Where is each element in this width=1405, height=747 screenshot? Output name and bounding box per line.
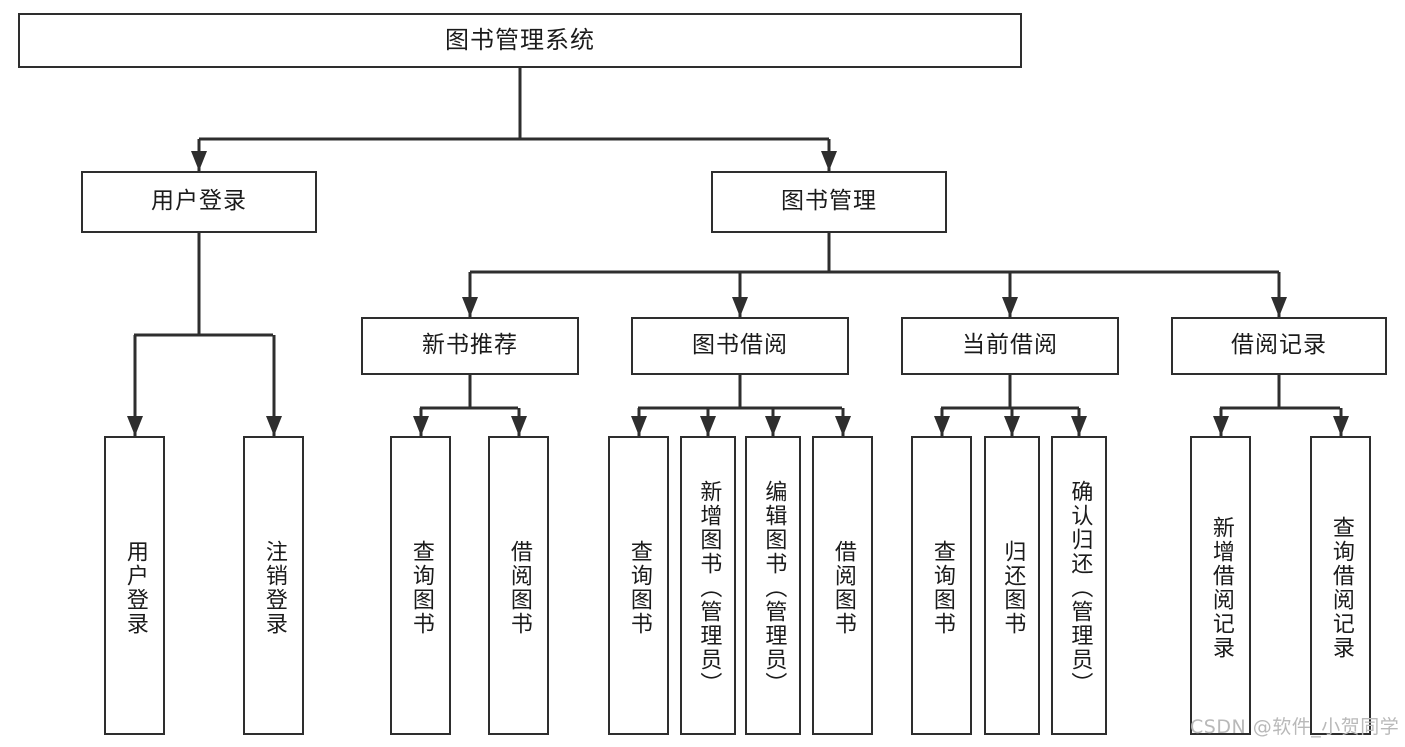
- node-book-manage[interactable]: 图书管理: [711, 171, 947, 233]
- node-leaf-confirm-return[interactable]: 确认归还（管理员）: [1051, 436, 1107, 735]
- node-label: 归还图书: [1000, 539, 1026, 636]
- arrowhead-icon: [413, 416, 429, 436]
- arrowhead-icon: [127, 416, 143, 436]
- node-current-borrow[interactable]: 当前借阅: [901, 317, 1119, 375]
- node-borrow-record[interactable]: 借阅记录: [1171, 317, 1387, 375]
- node-leaf-logout[interactable]: 注销登录: [243, 436, 304, 735]
- node-leaf-query-book-2[interactable]: 查询图书: [608, 436, 669, 735]
- node-label: 确认归还（管理员）: [1067, 479, 1093, 696]
- node-label: 借阅记录: [1231, 332, 1327, 359]
- arrowhead-icon: [511, 416, 527, 436]
- arrowhead-icon: [765, 416, 781, 436]
- arrowhead-icon: [1002, 297, 1018, 317]
- arrowhead-icon: [462, 297, 478, 317]
- node-book-borrow[interactable]: 图书借阅: [631, 317, 849, 375]
- node-label: 借阅图书: [506, 539, 532, 636]
- node-leaf-add-book[interactable]: 新增图书（管理员）: [680, 436, 736, 735]
- node-leaf-query-record[interactable]: 查询借阅记录: [1310, 436, 1371, 735]
- arrowhead-icon: [1213, 416, 1229, 436]
- node-user-login[interactable]: 用户登录: [81, 171, 317, 233]
- node-label: 借阅图书: [830, 539, 856, 636]
- node-leaf-return-book[interactable]: 归还图书: [984, 436, 1040, 735]
- arrowhead-icon: [835, 416, 851, 436]
- arrowhead-icon: [191, 151, 207, 171]
- arrowhead-icon: [821, 151, 837, 171]
- node-leaf-query-book-1[interactable]: 查询图书: [390, 436, 451, 735]
- node-label: 查询图书: [408, 539, 434, 636]
- node-leaf-add-record[interactable]: 新增借阅记录: [1190, 436, 1251, 735]
- node-leaf-query-book-3[interactable]: 查询图书: [911, 436, 972, 735]
- node-label: 当前借阅: [962, 332, 1058, 359]
- arrowhead-icon: [1333, 416, 1349, 436]
- node-leaf-edit-book[interactable]: 编辑图书（管理员）: [745, 436, 801, 735]
- csdn-watermark: CSDN @软件_小贺同学: [1190, 716, 1400, 738]
- arrowhead-icon: [934, 416, 950, 436]
- arrowhead-icon: [1071, 416, 1087, 436]
- arrowhead-icon: [631, 416, 647, 436]
- node-label: 查询图书: [929, 539, 955, 636]
- node-leaf-borrow-book-1[interactable]: 借阅图书: [488, 436, 549, 735]
- arrowhead-icon: [700, 416, 716, 436]
- arrowhead-icon: [266, 416, 282, 436]
- node-label: 查询图书: [626, 539, 652, 636]
- node-label: 编辑图书（管理员）: [761, 479, 787, 696]
- node-label: 用户登录: [151, 188, 247, 215]
- node-label: 图书管理系统: [445, 26, 595, 55]
- node-label: 图书借阅: [692, 332, 788, 359]
- node-root[interactable]: 图书管理系统: [18, 13, 1022, 68]
- node-label: 图书管理: [781, 188, 877, 215]
- arrowhead-icon: [1271, 297, 1287, 317]
- node-label: 新增借阅记录: [1208, 515, 1234, 660]
- node-leaf-user-login[interactable]: 用户登录: [104, 436, 165, 735]
- arrowhead-icon: [732, 297, 748, 317]
- node-label: 查询借阅记录: [1328, 515, 1354, 660]
- node-label: 新书推荐: [422, 332, 518, 359]
- node-leaf-borrow-book-2[interactable]: 借阅图书: [812, 436, 873, 735]
- arrowhead-icon: [1004, 416, 1020, 436]
- node-new-book-recommend[interactable]: 新书推荐: [361, 317, 579, 375]
- node-label: 新增图书（管理员）: [696, 479, 722, 696]
- node-label: 注销登录: [261, 539, 287, 636]
- node-label: 用户登录: [122, 539, 148, 636]
